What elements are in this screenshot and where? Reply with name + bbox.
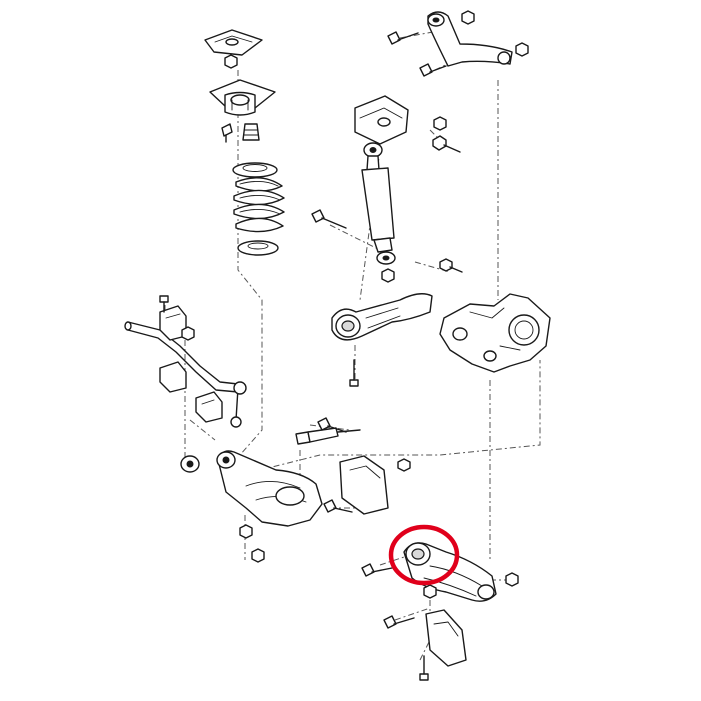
lower-bracket-bolt-icon <box>383 615 415 629</box>
long-bolt-icon <box>295 427 361 445</box>
shock-mount-bracket <box>354 95 409 145</box>
bracket-nut-icon <box>397 458 411 472</box>
coil-spring <box>233 177 285 233</box>
lower-arm-rear <box>216 450 323 527</box>
shock-lower-bolt-icon <box>311 209 347 229</box>
toe-bolt-icon <box>317 417 347 433</box>
shock-mount-bolt-icon <box>432 135 461 153</box>
rear-knuckle <box>439 293 551 373</box>
strut-mount-plate <box>204 29 263 56</box>
alignment-guides <box>164 27 541 661</box>
spring-seat-upper <box>232 162 278 178</box>
upper-arm-bolt-2-icon <box>419 63 447 77</box>
shock-lower-nut-2-icon <box>439 258 463 273</box>
lower-arm-bolt-icon <box>361 563 393 577</box>
stabilizer-nut-icon <box>181 326 195 341</box>
upper-strut-mount <box>209 79 276 116</box>
spring-seat-lower <box>237 240 279 256</box>
bump-stop <box>242 123 260 141</box>
lower-arm-nut-3-icon <box>505 572 519 587</box>
upper-control-arm <box>427 11 513 67</box>
lower-arm-nut-icon <box>239 524 253 539</box>
mount-bolt-icon <box>221 123 233 143</box>
camber-arm-bolt-icon <box>349 359 359 387</box>
shock-absorber <box>361 142 396 265</box>
lower-bracket <box>425 609 467 667</box>
spring-bracket <box>339 455 389 515</box>
lower-control-arm-bushing <box>405 542 431 566</box>
lower-arm-bushing-left <box>180 455 200 473</box>
camber-arm <box>331 293 433 341</box>
stabilizer-bracket <box>195 391 223 423</box>
upper-arm-nut-icon <box>461 10 475 25</box>
stabilizer-bar <box>124 321 239 393</box>
stabilizer-bushing-2 <box>159 361 187 393</box>
shock-lower-nut-icon <box>381 268 395 283</box>
lower-arm-nut-2-icon <box>251 548 265 563</box>
upper-arm-bolt-icon <box>387 31 419 45</box>
stabilizer-link <box>230 381 247 428</box>
stabilizer-bolt-icon <box>159 295 169 313</box>
bracket-bolt-icon <box>323 499 353 513</box>
lower-arm-nut-4-icon <box>423 584 437 599</box>
shock-nut-icon <box>433 116 447 131</box>
upper-arm-nut-2-icon <box>515 42 529 57</box>
highlight-circle <box>388 524 460 586</box>
lower-bracket-bolt-2-icon <box>419 655 429 681</box>
mount-nut-icon <box>224 54 238 69</box>
